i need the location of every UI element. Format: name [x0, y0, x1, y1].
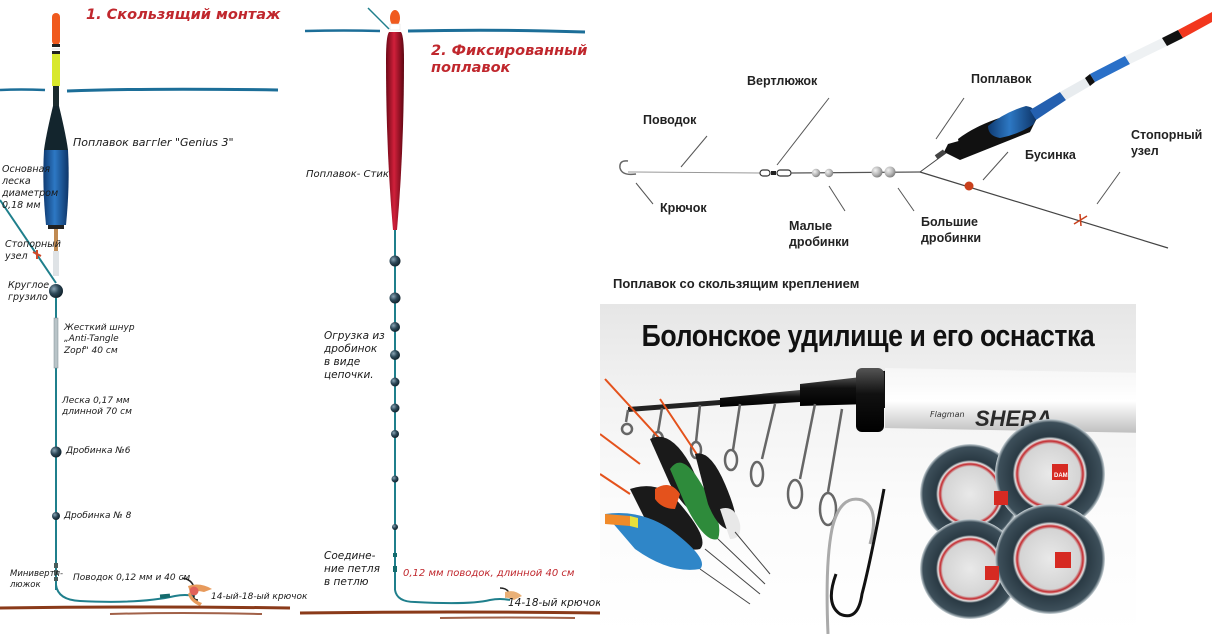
main-line-label: Основная леска диаметром 0,18 мм: [2, 164, 59, 211]
shot-8-label: Дробинка № 8: [64, 511, 132, 521]
mini-swivel-label: Минивертл- люжок: [10, 569, 64, 590]
bead-icon: [964, 181, 974, 191]
float-label: Поплавок: [971, 72, 1032, 86]
shot-icon: [392, 524, 398, 530]
bottom-ground-line-2: [299, 610, 601, 619]
hook-label-3: Крючок: [660, 201, 707, 215]
bolognese-rod-photo: Болонское удилище и его оснастка: [600, 304, 1136, 634]
water-surface-line-2: [304, 28, 586, 34]
shot-chain-label: Огрузка из дробинок в виде цепочки.: [324, 330, 385, 382]
stick-float-icon: [386, 10, 404, 230]
hook-with-bait-icon: [181, 577, 212, 606]
dam-logo-text: DAM: [1054, 473, 1068, 479]
loop-to-loop-icon: [393, 553, 397, 572]
floats-bundle-icon: [600, 378, 771, 605]
diagram-caption: Поплавок со скользящим креплением: [613, 276, 860, 291]
stopper-knot-label-2: Стопорный узел: [1131, 128, 1203, 159]
shot-icon: [390, 350, 400, 360]
main-line: [0, 199, 57, 284]
shot-8-icon: [52, 512, 60, 520]
sliding-rig-title: 1. Скользящий монтаж: [86, 7, 281, 23]
leader-line-3: [627, 171, 761, 174]
hook-with-bait-icon-2: [499, 587, 522, 600]
anti-tangle-cord: [53, 317, 59, 369]
waggler-float-icon: [43, 13, 69, 276]
hook-label-2: 14-18-ый крючок: [508, 597, 602, 609]
rod-icon: Flagman SHERA: [628, 368, 1136, 433]
bead-label: Бусинка: [1025, 148, 1076, 162]
large-shot-icon: [884, 166, 896, 178]
main-line-2: [367, 7, 390, 30]
rod-brand-text: Flagman: [930, 410, 965, 419]
bottom-ground-line: [0, 605, 291, 615]
shot-6-icon: [50, 446, 62, 458]
photo-title: Болонское удилище и его оснастка: [641, 318, 1095, 353]
line-label: Леска 0,17 мм длинной 70 см: [62, 396, 132, 418]
leader-label-2: 0,12 мм поводок, длинной 40 см: [403, 568, 575, 579]
stopper-knot-icon: [32, 250, 42, 259]
shot-icon: [389, 255, 401, 267]
round-sinker-icon: [49, 284, 63, 298]
stiff-cord-label: Жесткий шнур „Anti-Tangle Zopf" 40 см: [64, 323, 135, 356]
shot-icon: [391, 475, 399, 483]
leader-label: Поводок 0,12 мм и 40 см: [73, 573, 191, 583]
large-shot-icon: [871, 166, 883, 178]
loop-join-label: Соедине- ние петля в петлю: [324, 550, 380, 589]
waggler-float-label: Поплавок ваггler "Genius 3": [73, 136, 234, 149]
leader-label-3: Поводок: [643, 113, 697, 127]
sliding-float-diagram: [619, 12, 1212, 249]
leader-line: [55, 584, 196, 603]
stick-float-label: Поплавок- Стик: [306, 169, 389, 180]
round-sinker-label: Круглое грузило: [8, 280, 50, 303]
shot-icon: [390, 403, 400, 413]
fixed-float-title: 2. Фиксированный поплавок: [431, 43, 588, 77]
shot-chain: [389, 255, 401, 530]
float-icon: [934, 12, 1212, 160]
swivel-icon: [759, 169, 792, 177]
large-shot-label: Большие дробинки: [921, 215, 982, 246]
leader-line-2: [394, 589, 511, 605]
hook-icon: [619, 160, 637, 176]
shot-6-label: Дробинка №6: [66, 446, 131, 456]
swivel-label: Вертлюжок: [747, 74, 818, 88]
shot-icon: [390, 377, 400, 387]
water-surface-line: [0, 87, 279, 93]
mini-swivel-icon: [54, 563, 58, 581]
shot-icon: [389, 292, 401, 304]
stopper-knot-label: Стопорный узел: [5, 239, 61, 262]
shot-icon: [391, 430, 399, 438]
shot-icon: [390, 322, 400, 332]
stopper-knot-icon-2: [1073, 213, 1088, 227]
small-shot-icon: [811, 168, 821, 178]
hooks-icon: [825, 488, 886, 634]
split-shot-dispensers-icon: DAM: [920, 419, 1105, 619]
small-shot-icon: [824, 168, 834, 178]
small-shot-label: Малые дробинки: [789, 219, 850, 250]
rod-guides: [620, 403, 844, 527]
pointer-arrows: [635, 97, 1121, 212]
hook-label: 14-ый-18-ый крючок: [211, 592, 308, 602]
